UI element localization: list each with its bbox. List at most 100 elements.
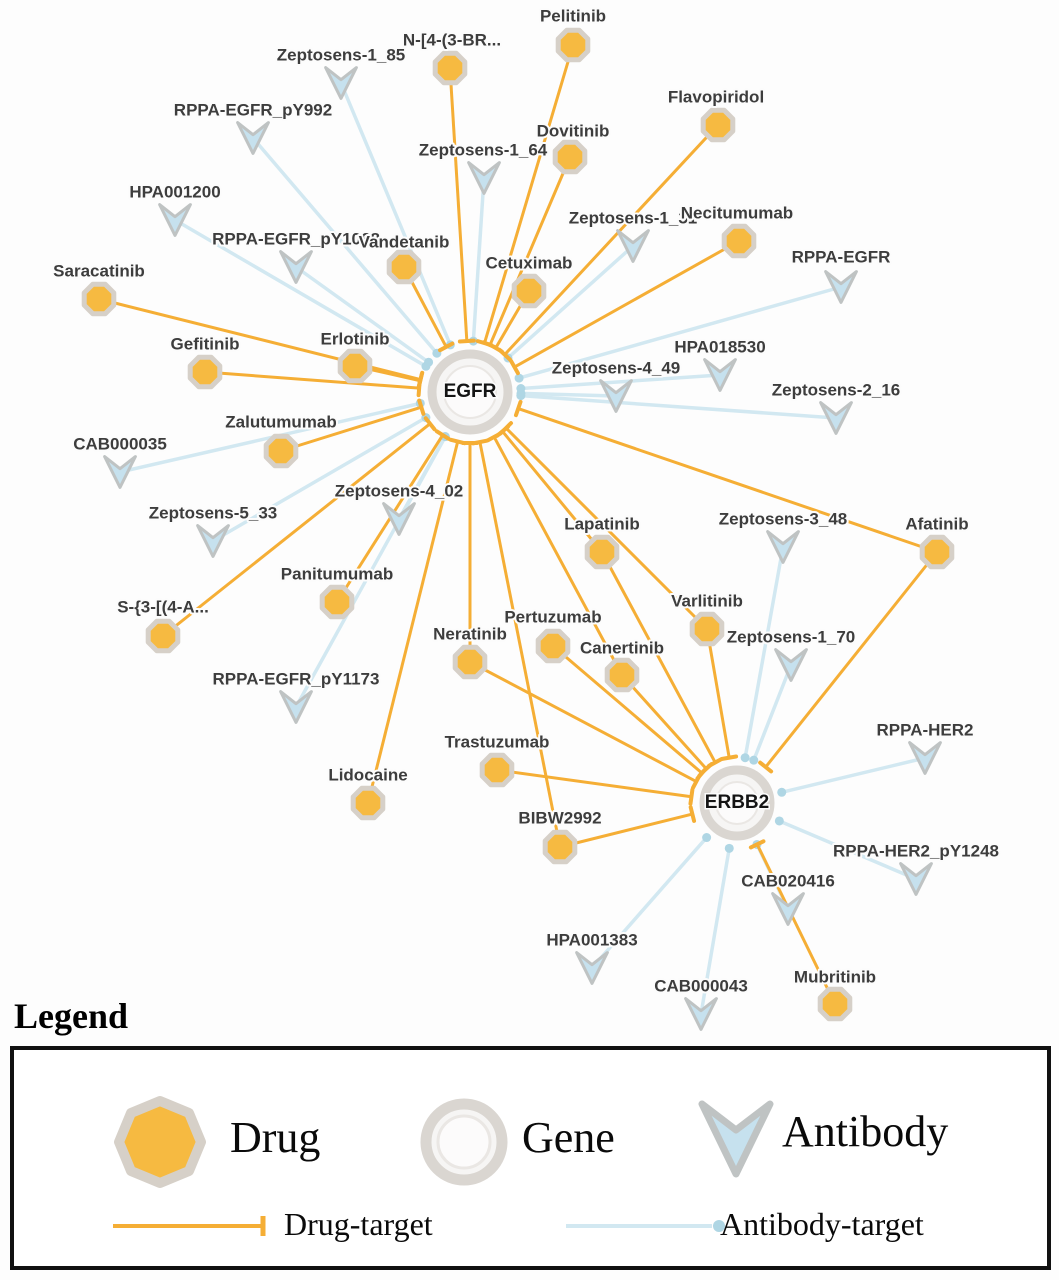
antibody-node-zeptosens-1-64[interactable] <box>467 161 501 195</box>
antibody-edge-dot-marker <box>749 755 759 765</box>
antibody-target-edge <box>520 391 617 398</box>
drug-edge-tee-marker <box>416 371 424 390</box>
antibody-node-zeptosens-4-49[interactable] <box>599 379 633 413</box>
antibody-label-cab000043: CAB000043 <box>654 976 748 995</box>
drug-label-erlotinib: Erlotinib <box>321 329 390 348</box>
drug-target-edge <box>505 427 709 631</box>
antibody-node-cab020416[interactable] <box>771 892 805 926</box>
nodes-layer: EGFR ERBB2 <box>81 27 955 1031</box>
drug-node-varlitinib[interactable] <box>689 611 725 647</box>
antibody-node-hpa001383[interactable] <box>575 951 609 985</box>
drug-node-trastuzumab[interactable] <box>479 752 515 788</box>
antibody-target-edge <box>518 285 842 380</box>
drug-label-neratinib: Neratinib <box>433 624 507 643</box>
antibody-node-rppa-egfr-py1173[interactable] <box>279 690 313 724</box>
antibody-node-rppa-egfr[interactable] <box>824 270 858 304</box>
drug-label-trastuzumab: Trastuzumab <box>445 732 550 751</box>
drug-label-zalutumumab: Zalutumumab <box>225 412 336 431</box>
drug-target-edge <box>204 370 420 390</box>
drug-node-pertuzumab[interactable] <box>535 628 571 664</box>
drug-target-edge <box>366 441 460 804</box>
drug-node-afatinib[interactable] <box>919 534 955 570</box>
antibody-node-zeptosens-1-31[interactable] <box>616 229 650 263</box>
antibody-label-zeptosens-2-16: Zeptosens-2_16 <box>772 380 901 399</box>
antibody-node-zeptosens-4-02[interactable] <box>382 502 416 536</box>
drug-label-vandetanib: Vandetanib <box>359 232 450 251</box>
drug-node-mubritinib[interactable] <box>817 986 853 1022</box>
drug-label-n-4-3-br: N-[4-(3-BR... <box>403 30 501 49</box>
antibody-node-hpa001200[interactable] <box>158 203 192 237</box>
antibody-legend-icon <box>698 1100 774 1178</box>
antibody-edge-dot-marker <box>724 843 734 853</box>
antibody-node-cab000043[interactable] <box>684 997 718 1031</box>
antibody-node-zeptosens-3-48[interactable] <box>766 530 800 564</box>
drug-label-gefitinib: Gefitinib <box>171 334 240 353</box>
drug-node-zalutumumab[interactable] <box>263 433 299 469</box>
gene-node-egfr[interactable]: EGFR <box>427 349 513 435</box>
gene-label-erbb2: ERBB2 <box>705 792 769 813</box>
gene-node-erbb2[interactable]: ERBB2 <box>699 765 775 841</box>
antibody-node-zeptosens-1-70[interactable] <box>774 648 808 682</box>
drug-node-flavopiridol[interactable] <box>700 107 736 143</box>
drug-node-cetuximab[interactable] <box>511 273 547 309</box>
drug-target-edge <box>764 551 939 768</box>
antibody-node-rppa-egfr-py1068[interactable] <box>279 250 313 284</box>
drug-edge-tee-marker <box>688 805 697 823</box>
drug-node-lapatinib[interactable] <box>584 534 620 570</box>
gene-inner-ring <box>443 365 497 419</box>
drug-target-edge <box>517 407 938 554</box>
drug-node-dovitinib[interactable] <box>552 139 588 175</box>
drug-label-s-3-4-a: S-{3-[(4-A... <box>117 597 209 616</box>
drug-node-bibw2992[interactable] <box>542 829 578 865</box>
antibody-edge-dot-marker <box>702 833 712 843</box>
gene-label-egfr: EGFR <box>444 381 497 402</box>
antibody-node-hpa018530[interactable] <box>703 358 737 392</box>
drug-edge-tee-marker <box>487 342 504 354</box>
antibody-node-rppa-her2-py1248[interactable] <box>899 862 933 896</box>
antibody-label-rppa-egfr-py1173: RPPA-EGFR_pY1173 <box>213 669 380 688</box>
drug-edge-tee-marker <box>748 839 766 850</box>
antibody-label-zeptosens-4-02: Zeptosens-4_02 <box>335 481 464 500</box>
antibody-node-zeptosens-5-33[interactable] <box>196 524 230 558</box>
drug-edge-tee-marker <box>437 341 455 353</box>
drug-target-edge <box>448 67 469 342</box>
antibody-node-cab000035[interactable] <box>103 455 137 489</box>
drug-node-s-3-4-a[interactable] <box>145 618 181 654</box>
antibody-target-edge <box>294 265 430 364</box>
antibody-label-rppa-egfr-py1068: RPPA-EGFR_pY1068 <box>212 229 380 248</box>
antibody-node-zeptosens-2-16[interactable] <box>819 401 853 435</box>
antibody-node-rppa-her2[interactable] <box>908 741 942 775</box>
drug-node-vandetanib[interactable] <box>386 249 422 285</box>
drug-edge-tee-marker <box>513 399 523 418</box>
drug-legend-label: Drug <box>230 1113 321 1162</box>
drug-node-n-4-3-br[interactable] <box>432 50 468 86</box>
antibody-edge-dot-marker <box>424 357 434 367</box>
antibody-node-rppa-egfr-py992[interactable] <box>236 121 270 155</box>
drug-label-bibw2992: BIBW2992 <box>518 808 601 827</box>
antibody-target-legend-line <box>566 1220 725 1232</box>
drug-edge-tee-marker <box>695 765 709 781</box>
drug-target-edge <box>162 422 432 638</box>
drug-edge-tee-marker <box>499 421 514 436</box>
drug-node-gefitinib[interactable] <box>187 354 223 390</box>
antibody-node-zeptosens-1-85[interactable] <box>324 66 358 100</box>
drug-label-dovitinib: Dovitinib <box>537 121 610 140</box>
drug-node-neratinib[interactable] <box>452 644 488 680</box>
drug-label-saracatinib: Saracatinib <box>53 261 145 280</box>
drug-edge-tee-marker <box>720 754 739 761</box>
drug-node-canertinib[interactable] <box>604 657 640 693</box>
drug-node-necitumumab[interactable] <box>721 223 757 259</box>
drug-target-edge <box>488 156 572 346</box>
antibody-target-edge <box>506 244 635 360</box>
drug-node-pelitinib[interactable] <box>555 27 591 63</box>
drug-node-erlotinib[interactable] <box>337 348 373 384</box>
drug-node-lidocaine[interactable] <box>350 785 386 821</box>
drug-target-edge <box>755 843 837 1005</box>
antibody-label-hpa001383: HPA001383 <box>546 930 637 949</box>
drug-target-edge <box>600 551 717 764</box>
drug-node-panitumumab[interactable] <box>319 584 355 620</box>
drug-edge-tee-marker <box>485 431 503 443</box>
drug-edge-tee-marker <box>688 787 695 806</box>
drug-node-saracatinib[interactable] <box>81 281 117 317</box>
